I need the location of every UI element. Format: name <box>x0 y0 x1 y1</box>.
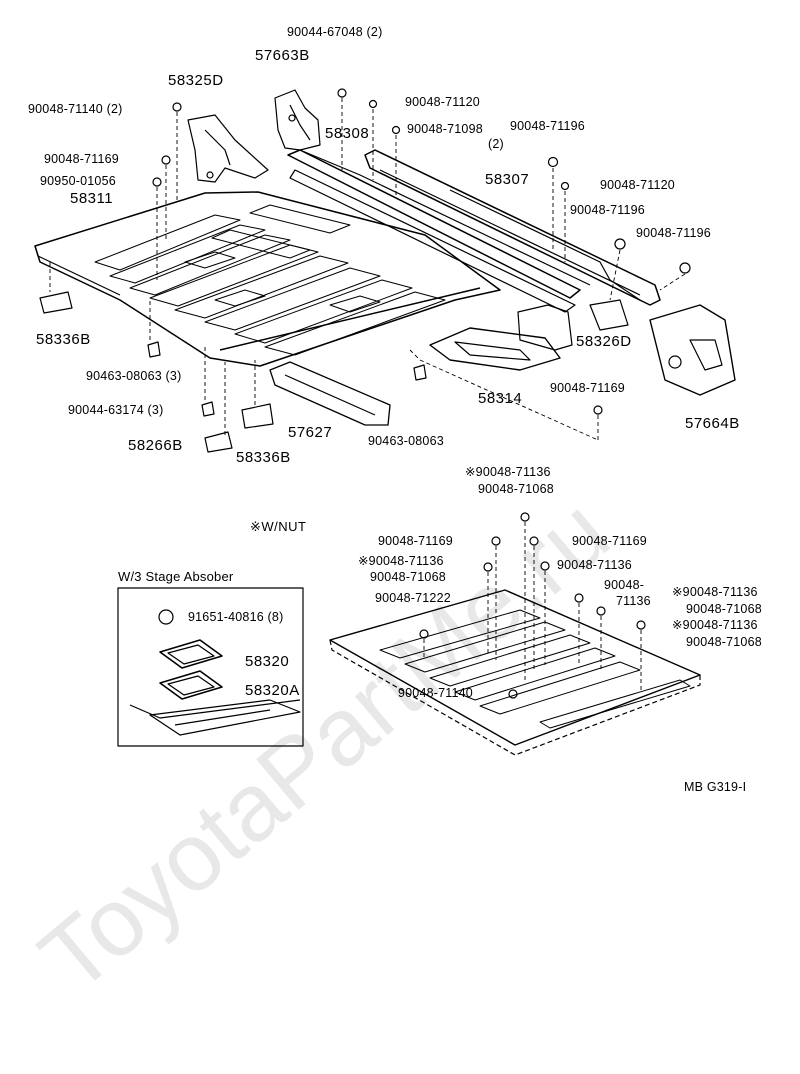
small-brackets <box>39 291 427 453</box>
label-90048-dash: 90048- <box>604 578 645 592</box>
label-90048-71136-star-e: ※90048-71136 <box>672 618 758 632</box>
label-58314: 58314 <box>478 390 523 407</box>
label-57664B: 57664B <box>685 415 740 432</box>
label-90048-71169-a: 90048-71169 <box>44 152 119 166</box>
inset-title: W/3 Stage Absober <box>118 569 234 584</box>
label-91651-40816: 91651-40816 (8) <box>188 610 284 624</box>
floor-panel-58311 <box>34 191 501 367</box>
label-90048-71136-star-a: ※90048-71136 <box>465 465 551 479</box>
label-90048-71120-b: 90048-71120 <box>600 178 675 192</box>
dashed-leaders <box>49 98 686 690</box>
label-90048-71196-b: 90048-71196 <box>570 203 645 217</box>
label-58336B-a: 58336B <box>36 331 91 348</box>
bracket-58326D <box>517 299 629 351</box>
label-90463-08063: 90463-08063 <box>368 434 444 448</box>
label-58311: 58311 <box>70 190 114 207</box>
label-90048-71196-a: 90048-71196 <box>510 119 585 133</box>
label-58320: 58320 <box>245 653 290 670</box>
label-58325D: 58325D <box>168 72 224 89</box>
label-90048-71169-c: 90048-71169 <box>378 534 453 548</box>
label-90048-71140-2: 90048-71140 (2) <box>28 102 123 116</box>
rail-58307 <box>364 149 661 306</box>
diagram-code: MB G319-I <box>684 780 747 794</box>
label-90044-67048: 90044-67048 (2) <box>287 25 383 39</box>
label-90048-71068-e: 90048-71068 <box>686 635 762 649</box>
floor-panel-bottom <box>329 589 701 756</box>
label-90048-71120-a: 90048-71120 <box>405 95 480 109</box>
member-57627 <box>269 361 391 426</box>
label-58307: 58307 <box>485 171 530 188</box>
label-90048-71196-c: 90048-71196 <box>636 226 711 240</box>
label-58266B: 58266B <box>128 437 183 454</box>
label-90048-71169-b: 90048-71169 <box>550 381 625 395</box>
label-90048-71068-a: 90048-71068 <box>478 482 554 496</box>
label-90048-71140: 90048-71140 <box>398 686 473 700</box>
label-58308: 58308 <box>325 125 370 142</box>
label-71136: 71136 <box>616 594 651 608</box>
label-57627: 57627 <box>288 424 333 441</box>
label-90950-01056: 90950-01056 <box>40 174 116 188</box>
rail-58308 <box>287 149 591 313</box>
label-90048-71222: 90048-71222 <box>375 591 451 605</box>
fasteners <box>152 88 691 699</box>
label-90048-71136-star-d: ※90048-71136 <box>672 585 758 599</box>
panel-58314 <box>429 327 561 371</box>
panel-57664B <box>649 304 736 396</box>
label-58336B-b: 58336B <box>236 449 291 466</box>
label-90048-71136-star-b: ※90048-71136 <box>358 554 444 568</box>
bracket-58325D <box>187 114 269 183</box>
inset-box <box>117 587 304 747</box>
label-90048-71136-c: 90048-71136 <box>557 558 632 572</box>
label-90048-71068-d: 90048-71068 <box>686 602 762 616</box>
label-57663B: 57663B <box>255 47 310 64</box>
label-58320A: 58320A <box>245 682 300 699</box>
label-90048-71169-d: 90048-71169 <box>572 534 647 548</box>
label-qty-2: (2) <box>488 137 504 151</box>
label-90048-71098: 90048-71098 <box>407 122 483 136</box>
label-90044-63174: 90044-63174 (3) <box>68 403 164 417</box>
label-58326D: 58326D <box>576 333 632 350</box>
note-symbol-title: ※W/NUT <box>250 519 307 534</box>
bracket-57663B <box>274 89 321 151</box>
label-90463-08063-3: 90463-08063 (3) <box>86 369 182 383</box>
label-90048-71068-b: 90048-71068 <box>370 570 446 584</box>
